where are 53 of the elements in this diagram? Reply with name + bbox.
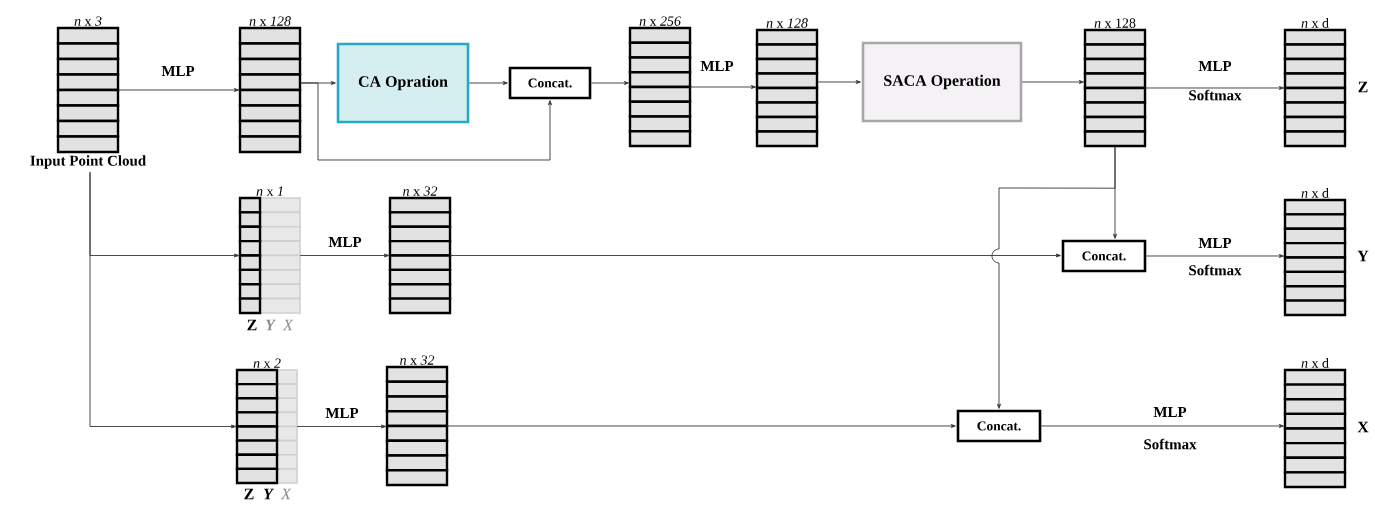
arrow [446, 424, 956, 428]
arrow [1021, 80, 1084, 84]
axis-letter: Y [1357, 250, 1369, 262]
label: Softmax [1189, 264, 1242, 276]
arrow [299, 253, 389, 258]
dimension-label: n x d [1301, 187, 1329, 198]
arrow [1145, 254, 1284, 258]
axis-letter: Z [247, 319, 257, 331]
concat-box: Concat. [1061, 239, 1147, 273]
dimension-label: n x 256 [639, 16, 681, 26]
edge-label: MLP [1198, 238, 1232, 248]
edge-label: MLP [1198, 61, 1232, 71]
dimension-label: n x 128 [249, 16, 291, 26]
dimension-label: n x 2 [253, 358, 281, 368]
edge-label: MLP [325, 408, 359, 418]
arrow [816, 80, 861, 84]
concat-box: Concat. [956, 409, 1042, 443]
arrow [689, 85, 756, 89]
edge-label: MLP [328, 237, 362, 247]
dimension-label: n x d [1301, 17, 1329, 28]
dimension-label: n x 128 [1094, 18, 1136, 28]
edge-label: MLP [161, 66, 195, 76]
edge-label: MLP [700, 61, 734, 71]
arrow [590, 81, 629, 85]
concat-box: Concat. [508, 66, 592, 100]
arrow [468, 81, 508, 85]
arrow [299, 82, 552, 161]
dimension-label: n x 128 [766, 18, 808, 28]
label: Softmax [1189, 89, 1242, 101]
arrow [296, 424, 386, 429]
operation-box: SACA Operation [861, 41, 1023, 123]
axis-letter: X [280, 488, 292, 500]
axis-letter: Z [1358, 81, 1368, 93]
dimension-label: n x d [1301, 357, 1329, 368]
operation-box: CA Opration [336, 42, 470, 124]
axis-letter: Z [244, 488, 254, 500]
dimension-label: n x 3 [74, 16, 102, 26]
label: Softmax [1144, 438, 1197, 450]
arrow [89, 171, 236, 429]
axis-letter: X [1357, 421, 1369, 433]
axis-letter: X [282, 319, 294, 331]
dimension-label: n x 32 [403, 186, 438, 196]
edge-label: MLP [1153, 407, 1187, 417]
dimension-label: n x 32 [400, 355, 435, 365]
arrow [1144, 86, 1284, 90]
arrow [1040, 424, 1284, 428]
arrow [991, 145, 1116, 409]
arrow [449, 253, 1061, 258]
node-label: Input Point Cloud [30, 155, 146, 169]
axis-letter: Y [263, 488, 275, 500]
dimension-label: n x 1 [256, 186, 283, 196]
arrow [117, 88, 239, 92]
axis-letter: Y [265, 319, 277, 331]
